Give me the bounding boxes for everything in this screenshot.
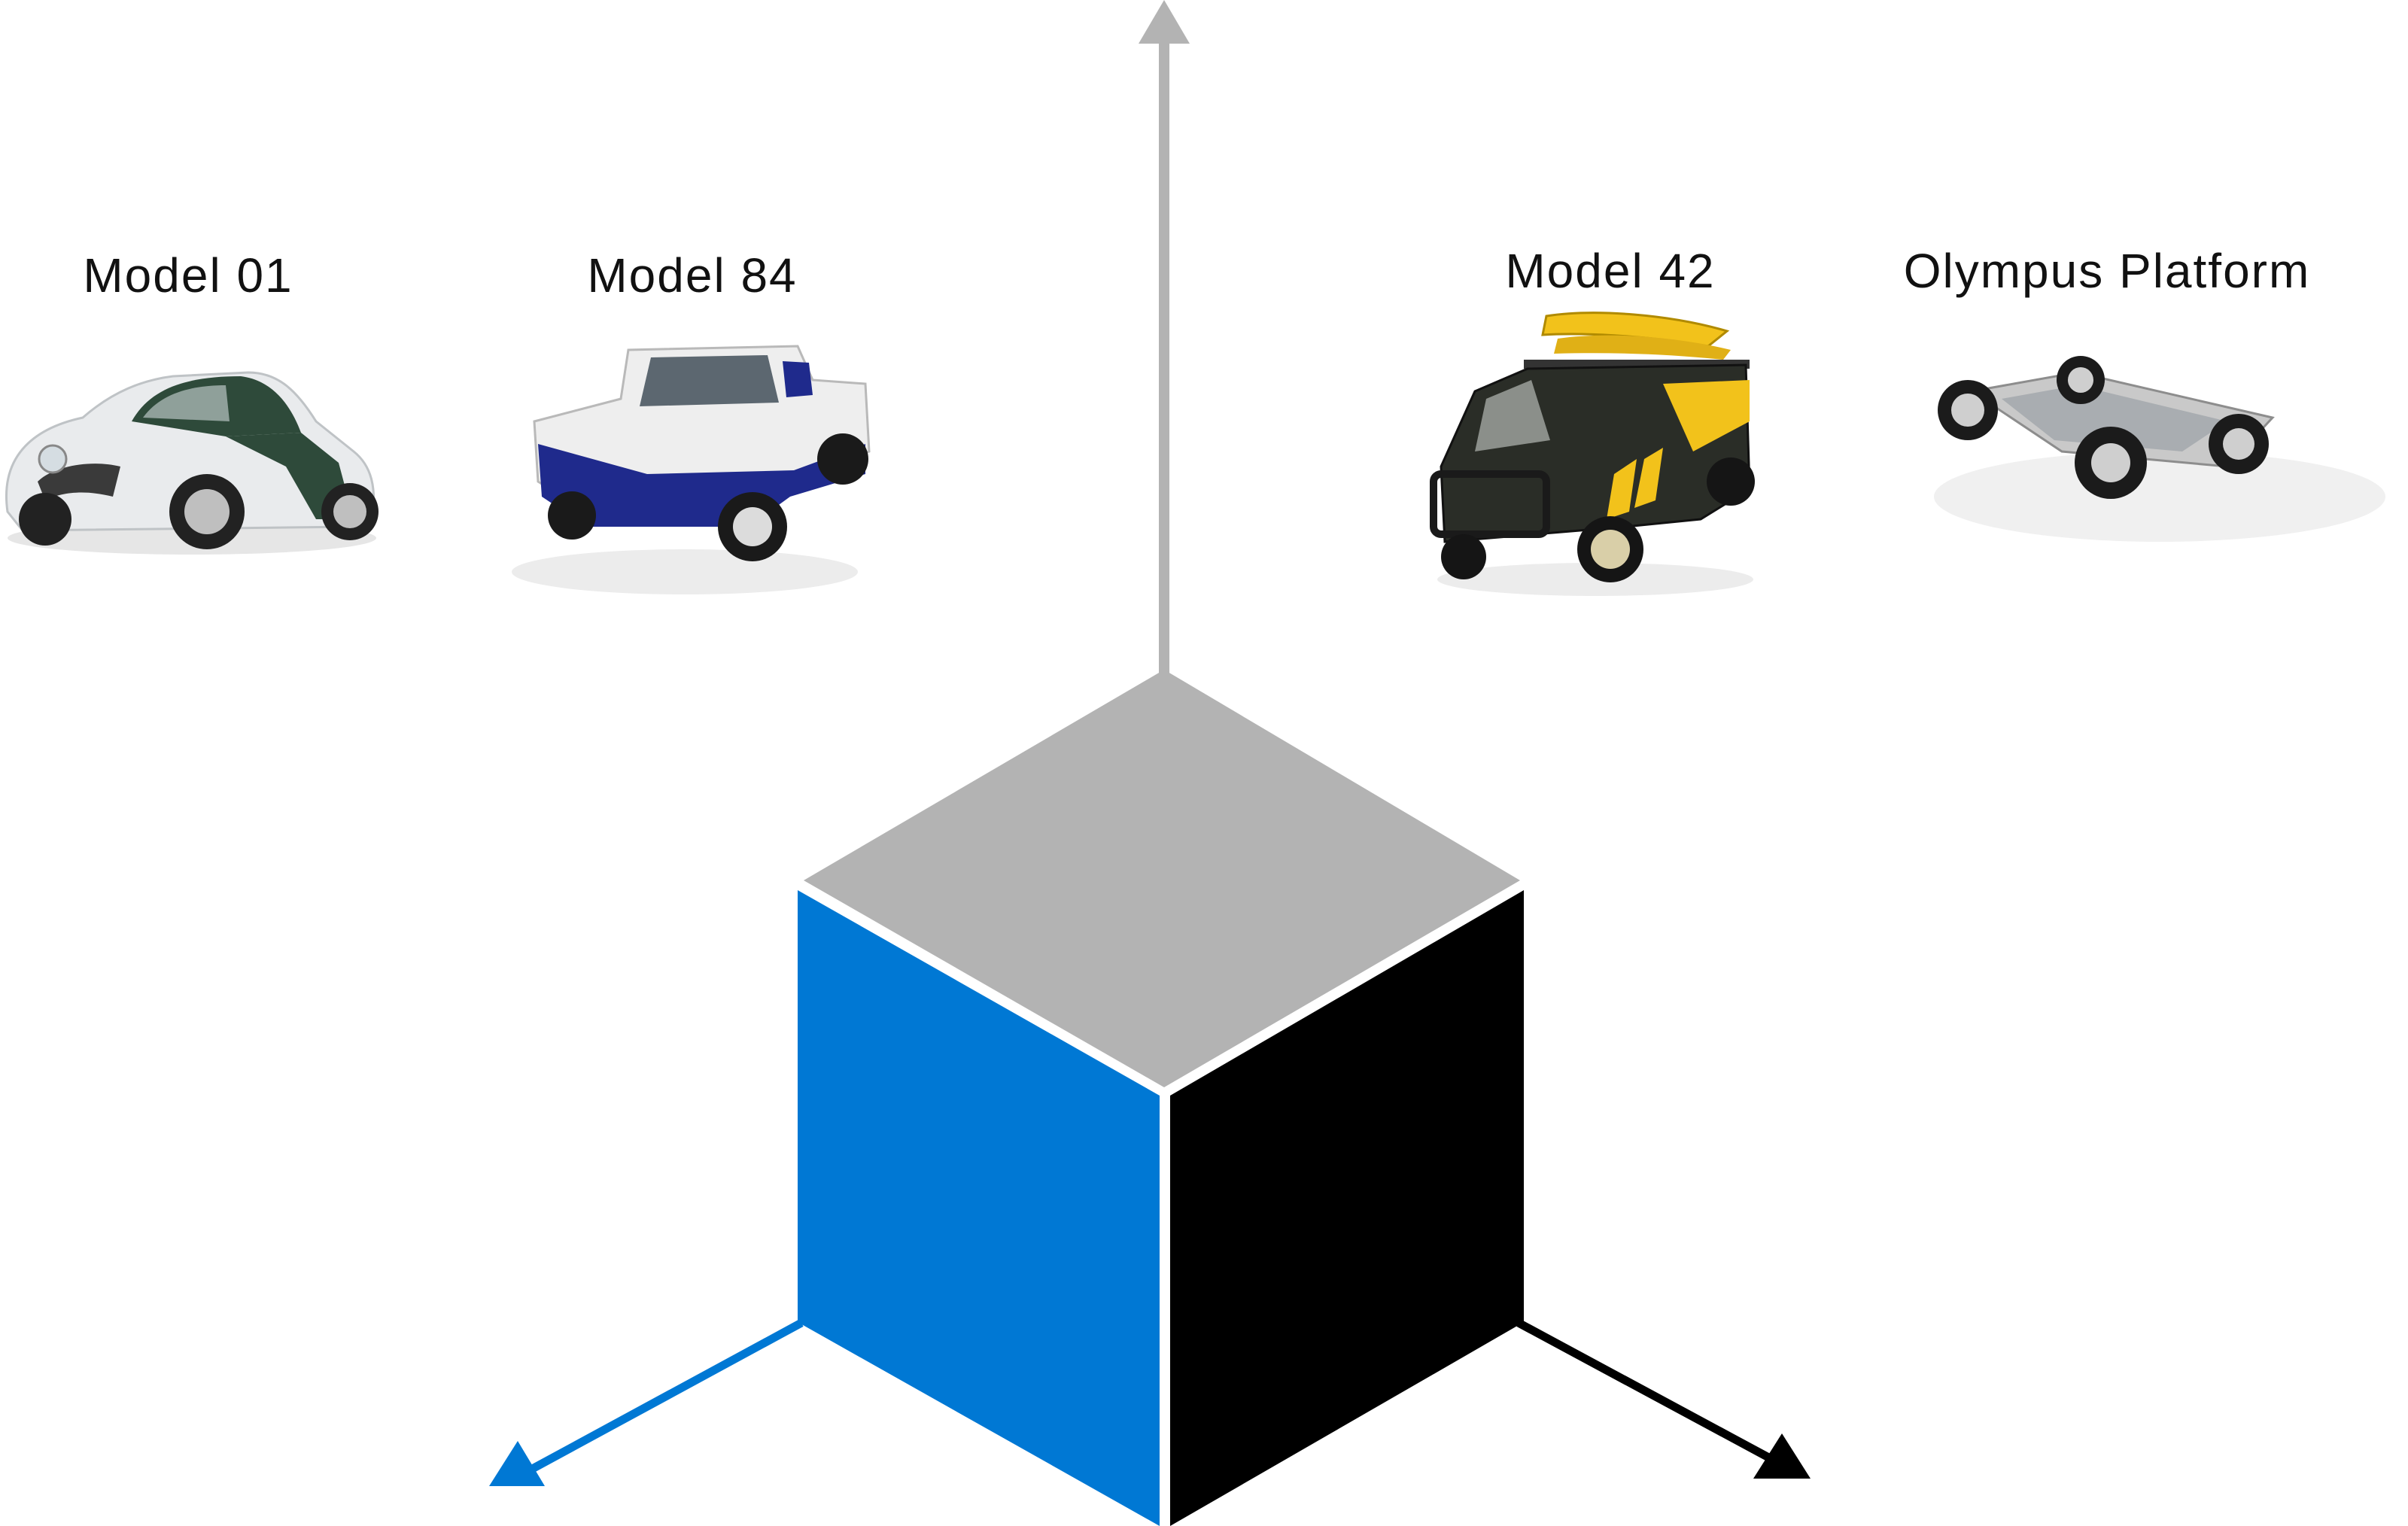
classic-coupe-icon [5, 371, 379, 555]
axis-right [1516, 1319, 1811, 1479]
axis-up [1139, 0, 1190, 677]
axis-up-arrowhead [1139, 0, 1190, 44]
cube-right-face [1170, 890, 1524, 1526]
axis-left-line [524, 1319, 804, 1476]
cube [798, 670, 1524, 1526]
chassis-platform-icon [1934, 356, 2385, 542]
vehicle-label-olympus-platform: Olympus Platform [1904, 244, 2311, 298]
axis-right-line [1516, 1319, 1775, 1464]
vehicle-label-model-42: Model 42 [1505, 244, 1715, 298]
cube-top-face [804, 670, 1520, 1087]
vehicle-label-model-84: Model 84 [587, 248, 797, 302]
pickup-truck-icon [512, 345, 871, 594]
axis-left [489, 1319, 804, 1486]
axis-left-arrowhead [489, 1441, 545, 1486]
cube-left-face [798, 890, 1160, 1526]
camper-van-icon [1430, 312, 1755, 596]
axis-right-arrowhead [1753, 1433, 1811, 1479]
vehicle-label-model-01: Model 01 [83, 248, 293, 302]
